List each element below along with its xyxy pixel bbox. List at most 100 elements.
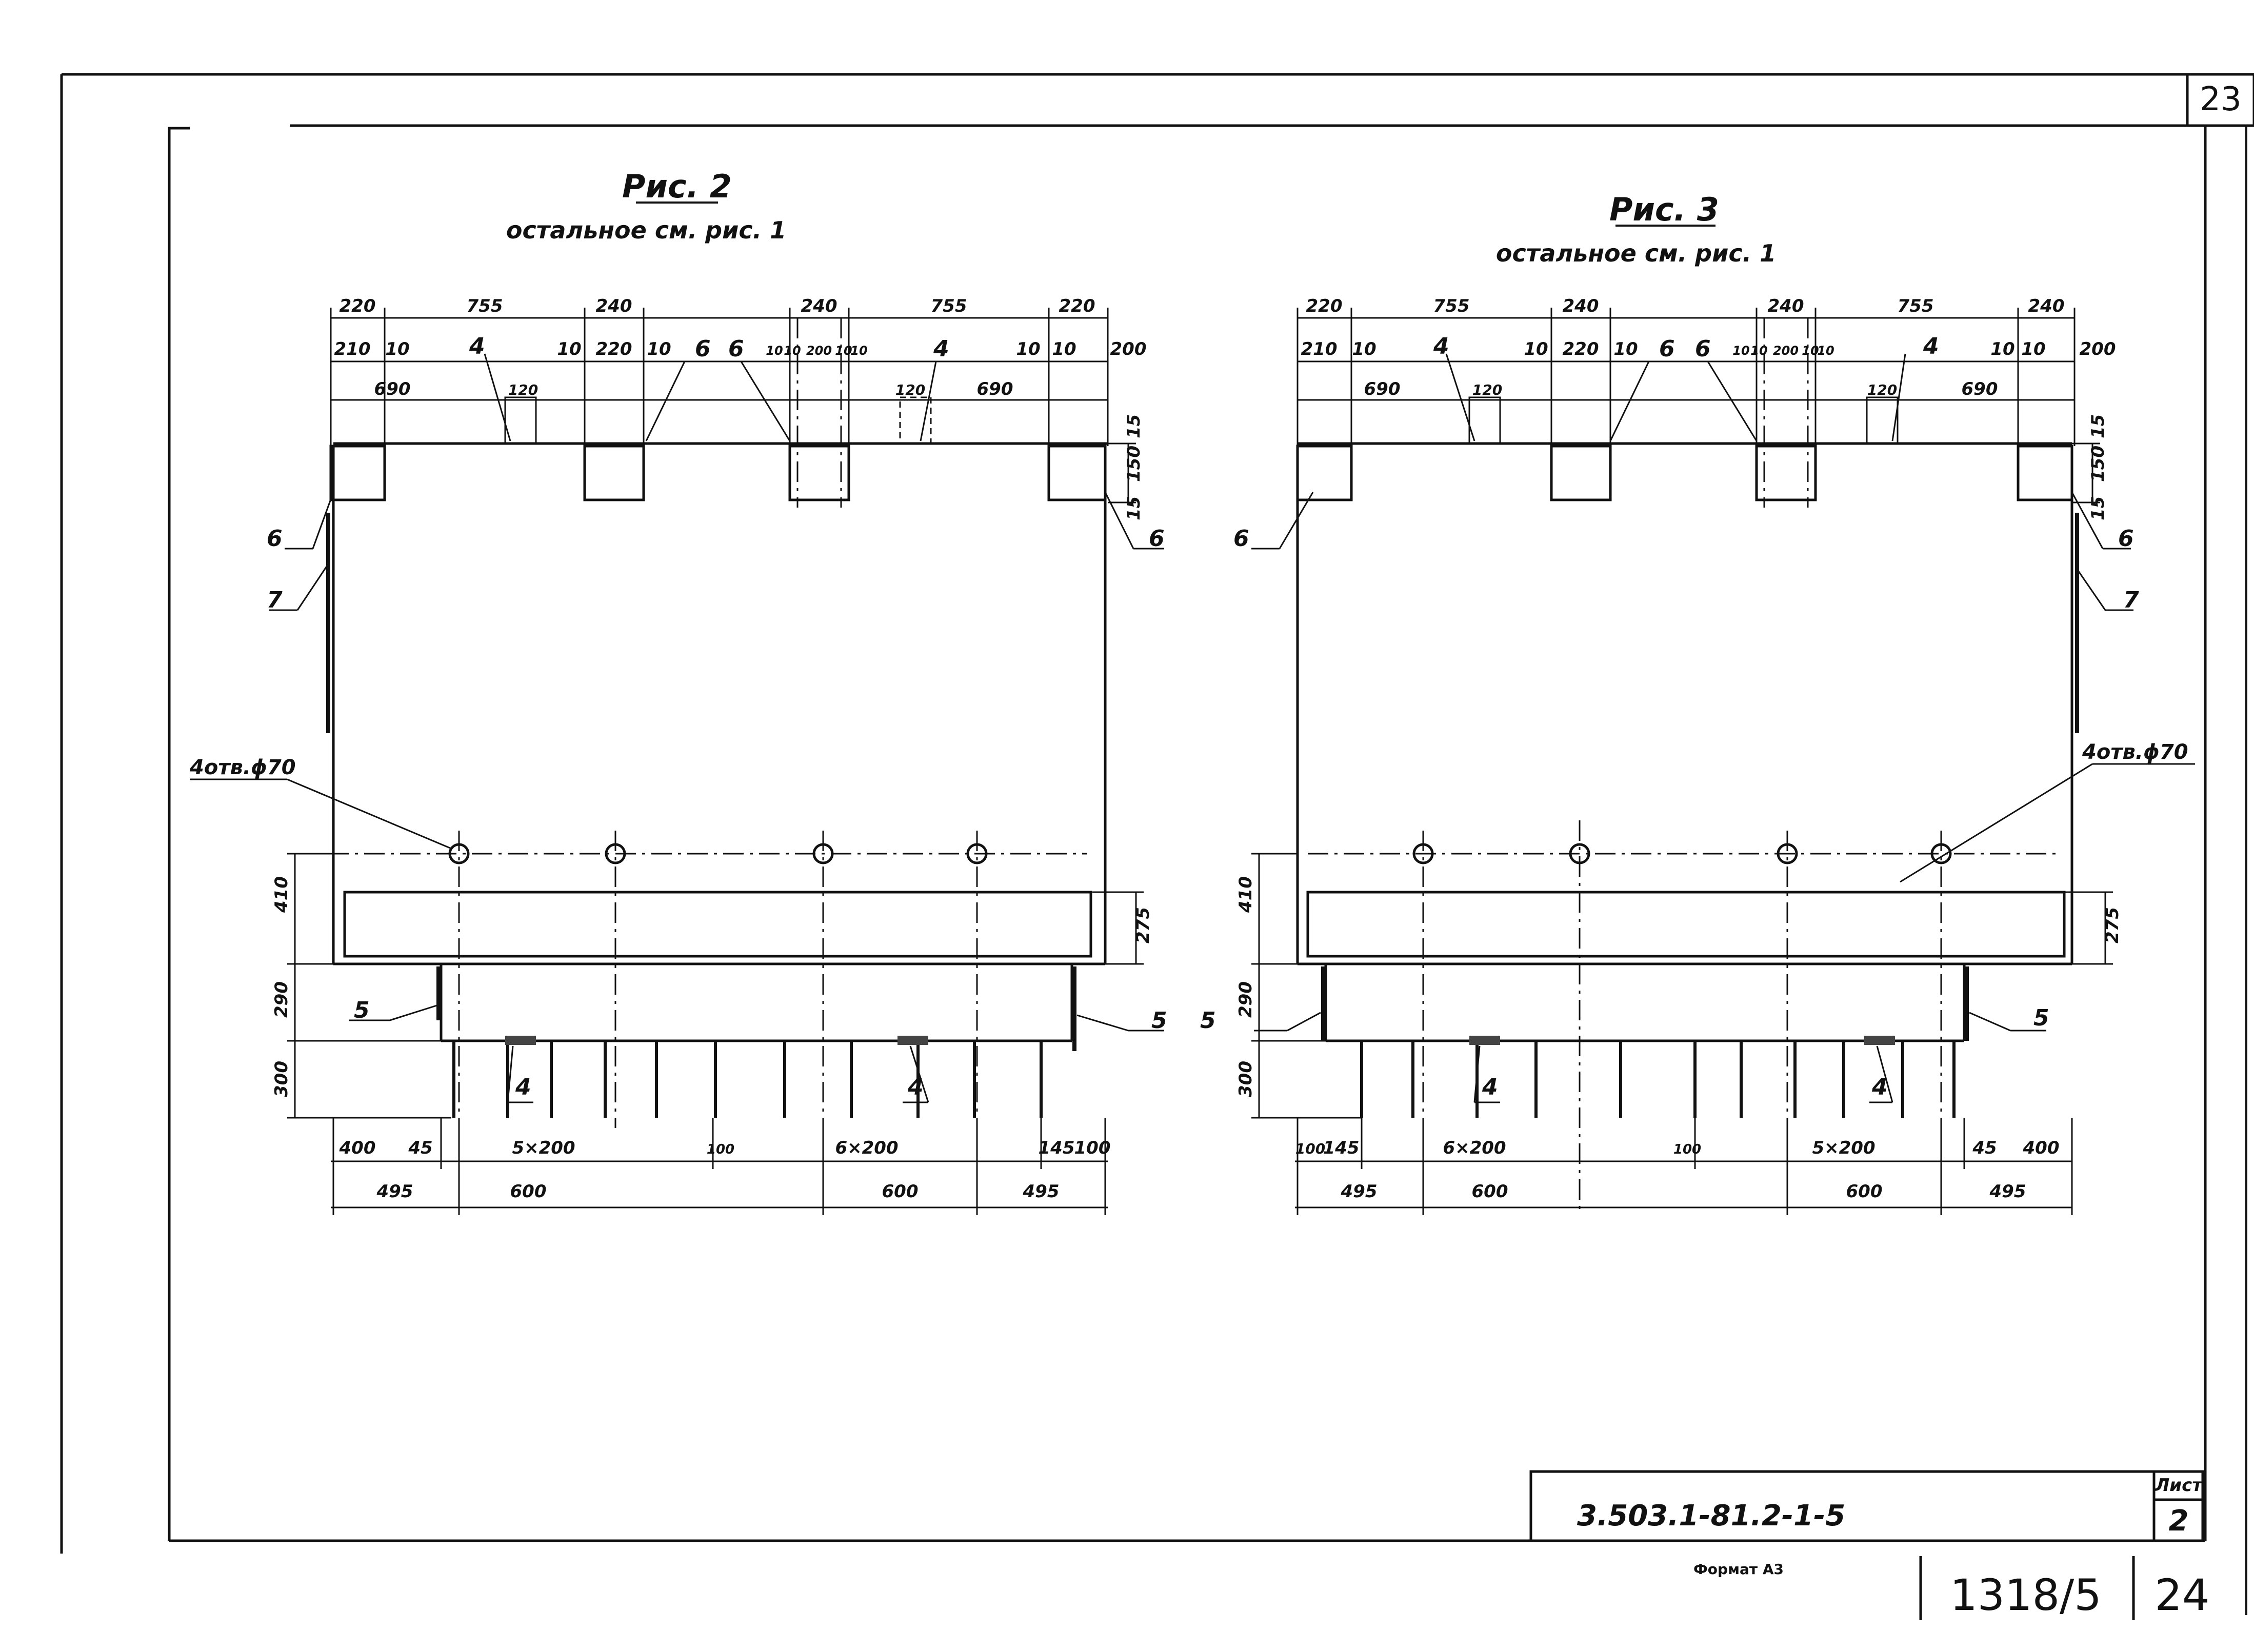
dim-label: 495 [1341,1181,1378,1202]
corner-box [2186,73,2254,127]
dim-label: 10 [2021,339,2045,359]
callout-label: 5 [354,997,370,1023]
dim-label: 100 [1074,1138,1111,1158]
dim-label: 400 [2023,1138,2060,1158]
dim-label: 690 [374,379,411,399]
plate-4 [1866,396,1899,445]
dim-label: 10 [1817,344,1834,358]
plate-4 [504,396,537,445]
dim-label: 15 [1124,414,1144,438]
plate-4-bottom [897,1036,928,1045]
callout-label: 6 [728,336,744,362]
dim-label: 10 [385,339,409,359]
channel-box [1296,445,1353,501]
corner-number: 23 [2200,80,2241,118]
dim-label: 220 [1306,296,1343,316]
dim-label: 400 [339,1138,376,1158]
dim-label: 10 [1352,339,1376,359]
figure-ris-3: Рис. 3 остальное см. рис. 1 220 755 240 … [1200,191,2195,1215]
dim-label: 755 [467,296,503,316]
dim-label: 495 [376,1181,413,1202]
inventory-number: 1318/5 [1950,1570,2102,1620]
callout-label: 4 [1871,1074,1888,1100]
dim-label: 10 [766,344,783,358]
channel-box [583,445,645,501]
channel-box [2017,445,2073,501]
lower-beam [343,891,1092,958]
dim-label: 100 [1673,1142,1701,1157]
figure-ris-2: Рис. 2 остальное см. рис. 1 220 755 240 … [189,168,1167,1215]
dim-label: 120 [895,381,925,398]
holes-label: 4отв.ϕ70 [189,756,296,779]
dim-label: 410 [1235,876,1256,913]
dim-label: 210 [1301,339,1338,359]
dim-label: 6×200 [1443,1138,1506,1158]
callout-label: 4 [933,336,949,362]
dim-label: 145 [1039,1138,1075,1158]
dim-label: 10 [557,339,581,359]
dim-label: 5×200 [512,1138,575,1158]
dim-label: 240 [1563,296,1599,316]
plate-4 [899,396,932,445]
dim-label: 240 [801,296,837,316]
dim-label: 10 [850,344,867,358]
dim-label: 10 [1613,339,1638,359]
dim-label: 690 [1962,379,1998,399]
callout-label: 6 [1659,336,1675,362]
dim-label: 240 [2028,296,2065,316]
dim-label: 200 [1110,339,1147,359]
page-number: 24 [2155,1570,2210,1620]
dim-label: 240 [1768,296,1804,316]
dim-label: 5×200 [1812,1138,1875,1158]
dim-label: 220 [340,296,376,316]
dim-label: 10 [1052,339,1076,359]
plate-4 [1468,396,1501,445]
format-label: Формат А3 [1693,1561,1784,1578]
dim-label: 45 [1972,1138,1997,1158]
callout-label: 6 [695,336,711,362]
dim-label: 10 [647,339,671,359]
dim-label: 210 [334,339,371,359]
callout-label: 5 [1151,1008,1167,1034]
dim-label: 100 [1295,1140,1325,1157]
dim-label: 410 [271,876,292,913]
callout-label: 5 [1200,1008,1216,1034]
channel-box [1550,445,1612,501]
list-number: 2 [2169,1504,2189,1538]
dim-label: 275 [2102,907,2123,943]
dim-label: 45 [408,1138,432,1158]
designation-code: 3.503.1-81.2-1-5 [1577,1499,1845,1533]
figure-title: Рис. 3 [1609,191,1719,228]
callout-label: 6 [2118,526,2134,552]
title-block [1529,1470,2204,1542]
dim-label: 600 [510,1181,547,1202]
dim-label: 220 [596,339,632,359]
inner-frame-left [168,127,190,1541]
list-label: Лист [2155,1475,2203,1496]
dim-label: 200 [2080,339,2116,359]
dim-label: 10 [1732,344,1749,358]
dim-label: 120 [1472,381,1502,398]
dim-label: 220 [1563,339,1599,359]
dim-label: 200 [1773,344,1799,358]
dim-label: 495 [1989,1181,2026,1202]
callout-label: 6 [267,526,283,552]
dim-label: 755 [1433,296,1470,316]
callout-label: 4 [1923,333,1939,359]
channel-box [1047,445,1107,501]
dim-label: 100 [707,1142,734,1157]
callout-label: 4 [469,333,485,359]
callout-label: 4 [1433,333,1449,359]
callout-label: 7 [267,587,283,613]
dim-label: 10 [1990,339,2014,359]
dim-label: 150 [2088,446,2108,482]
dim-label: 15 [1124,496,1144,520]
callout-label: 7 [2123,587,2139,613]
channel-box [788,445,850,501]
plate-4-bottom [1864,1036,1895,1045]
figure-title: Рис. 2 [622,168,732,205]
grating-teeth [1360,1041,1956,1118]
holes-label: 4отв.ϕ70 [2082,740,2188,764]
dim-label: 690 [1364,379,1401,399]
